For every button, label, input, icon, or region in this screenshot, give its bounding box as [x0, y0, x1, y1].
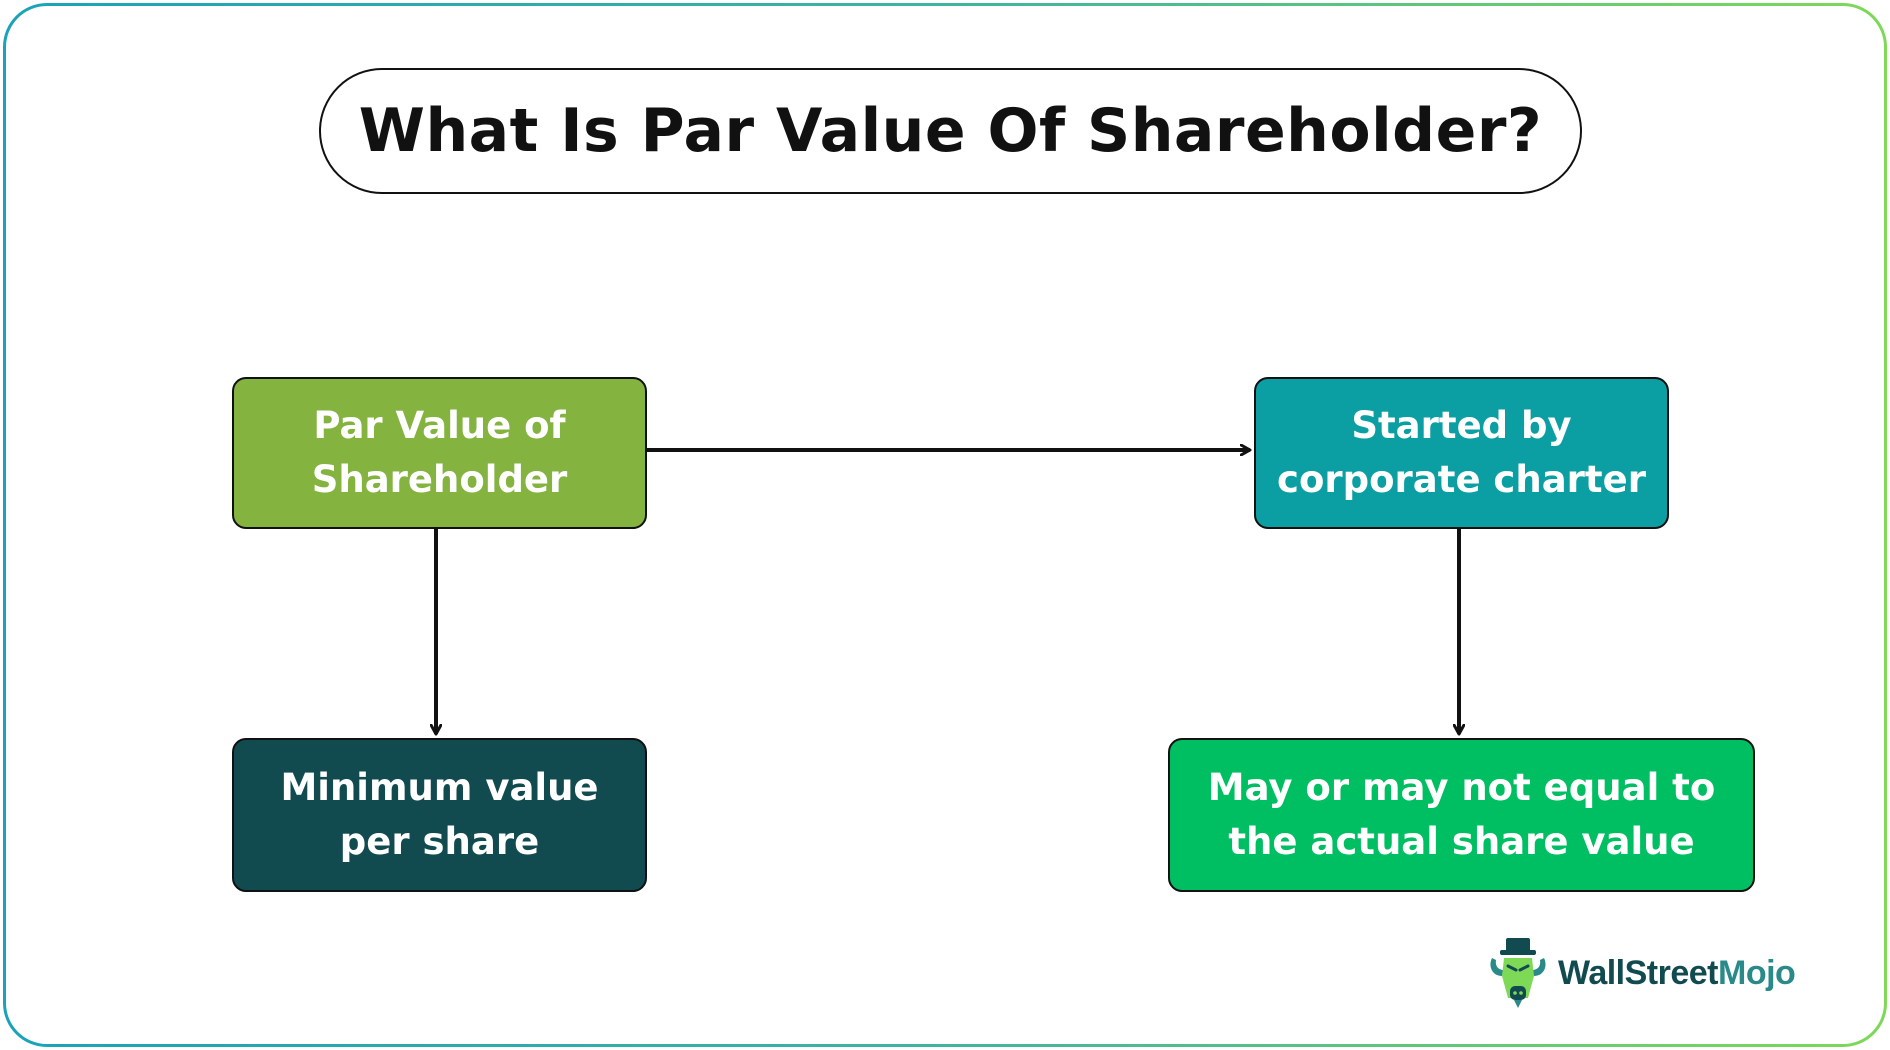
node-may-not-equal: May or may not equal to the actual share… [1168, 738, 1755, 892]
wallstreetmojo-wordmark: WallStreetMojo [1558, 953, 1796, 993]
title-pill: What Is Par Value Of Shareholder? [319, 68, 1582, 194]
node-par-value: Par Value of Shareholder [232, 377, 647, 529]
logo-text-part1: WallStreet [1558, 953, 1719, 992]
node-charter-line2: corporate charter [1277, 458, 1646, 501]
node-par-value-line2: Shareholder [311, 458, 568, 501]
connector-arrows [6, 6, 1890, 1050]
node-may-not-equal-line2: the actual share value [1228, 820, 1695, 863]
node-charter-line1: Started by [1351, 404, 1572, 447]
diagram-frame: What Is Par Value Of Shareholder? Par Va… [3, 3, 1887, 1047]
node-minimum-line2: per share [339, 820, 540, 863]
diagram-canvas: What Is Par Value Of Shareholder? Par Va… [6, 6, 1884, 1044]
node-may-not-equal-line1: May or may not equal to [1207, 766, 1716, 809]
logo-text-part2: Mojo [1718, 953, 1796, 992]
wallstreetmojo-logo: WallStreetMojo [1486, 936, 1796, 1010]
node-minimum-line1: Minimum value [280, 766, 599, 809]
wallstreetmojo-mascot-icon [1490, 938, 1546, 1008]
node-par-value-line1: Par Value of [313, 404, 566, 447]
page-title: What Is Par Value Of Shareholder? [358, 96, 1543, 166]
node-charter: Started by corporate charter [1254, 377, 1669, 529]
node-minimum: Minimum value per share [232, 738, 647, 892]
